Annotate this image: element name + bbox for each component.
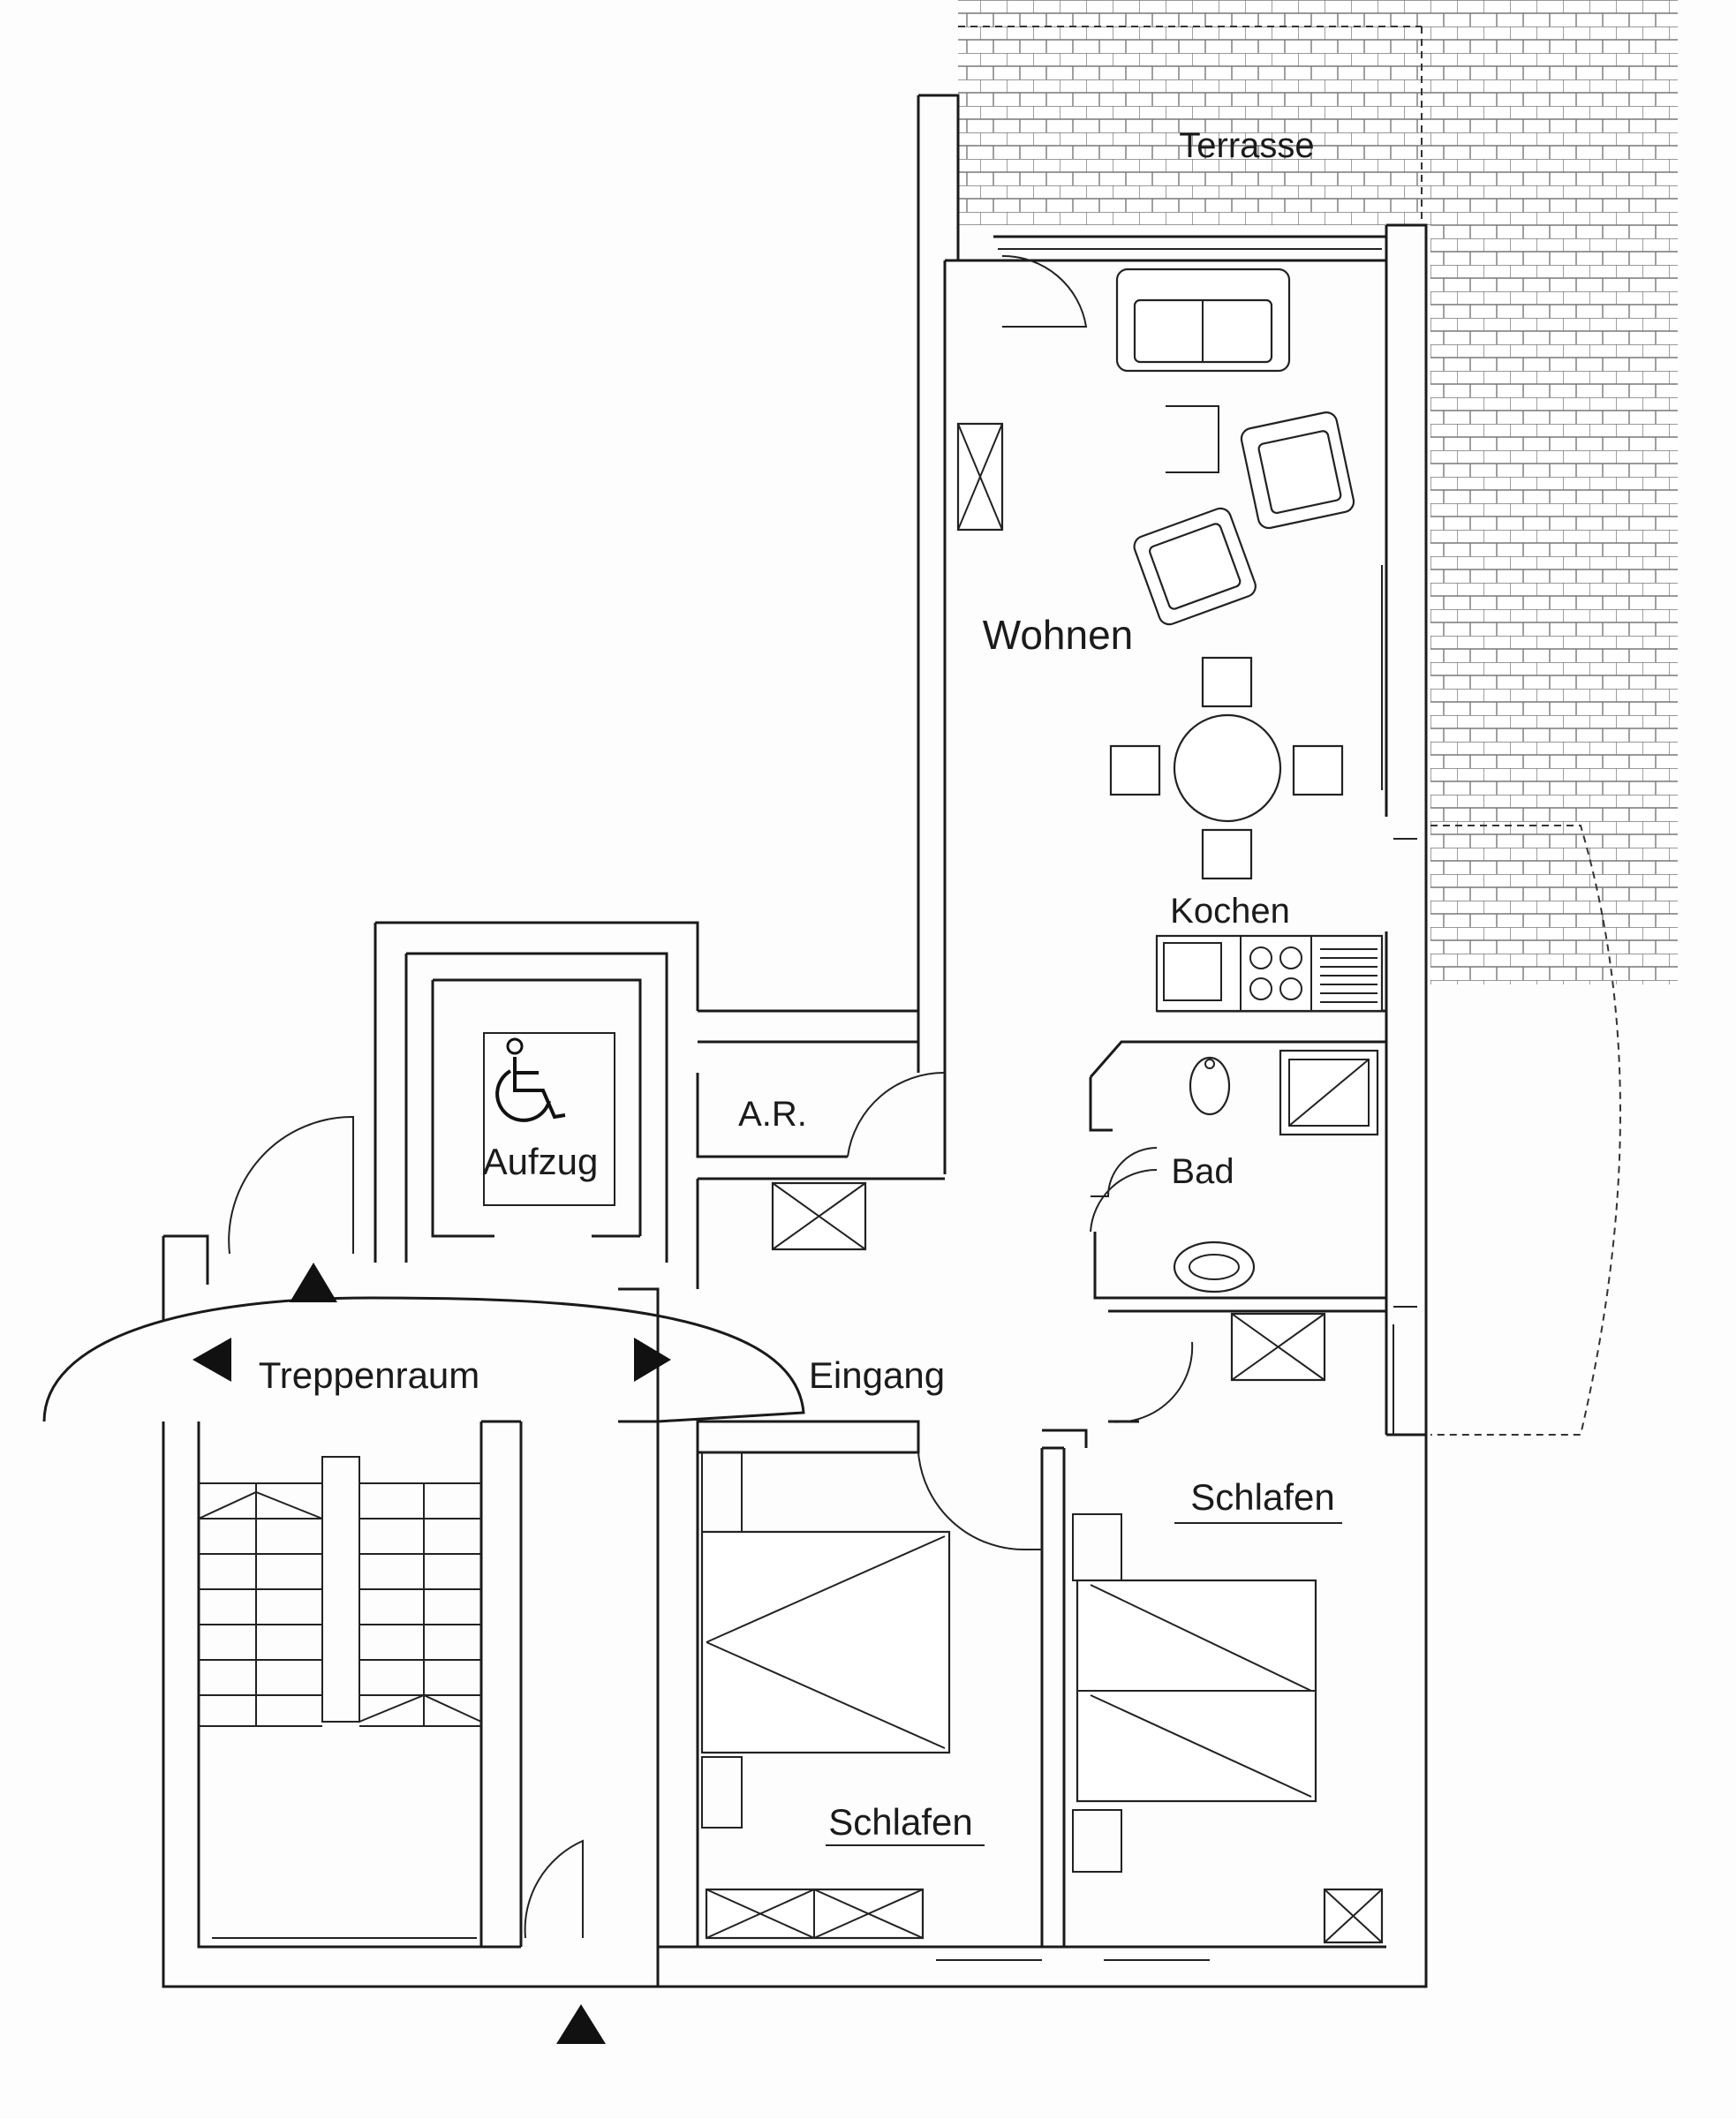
label-treppenraum: Treppenraum xyxy=(259,1354,480,1396)
toilet xyxy=(1189,1056,1231,1116)
door-ar xyxy=(847,1071,946,1158)
door-terrace xyxy=(1001,254,1088,328)
shaft-bedroom-right xyxy=(1323,1888,1384,1944)
bed-right xyxy=(1076,1579,1317,1803)
wheelchair-icon xyxy=(495,1037,566,1122)
armchair-right xyxy=(1240,411,1355,530)
stair-steps xyxy=(198,1482,482,1727)
bed-left xyxy=(700,1530,951,1754)
label-wohnen: Wohnen xyxy=(983,612,1134,658)
kitchen-counter xyxy=(1155,934,1384,1013)
elevator-cabin xyxy=(483,1032,615,1206)
terrace-dashed-outline xyxy=(1430,825,1621,1436)
doors xyxy=(42,254,1194,1939)
door-schlafen-left xyxy=(917,1452,1042,1551)
armchair-left xyxy=(1133,507,1257,626)
label-aufzug: Aufzug xyxy=(483,1141,599,1182)
terrace xyxy=(958,0,1678,1436)
label-eingang: Eingang xyxy=(809,1354,945,1396)
door-stair-exit xyxy=(524,1839,584,1939)
bedside-right-2 xyxy=(1072,1809,1122,1873)
direction-arrow-icon xyxy=(192,1338,231,1382)
bedside-left-1 xyxy=(701,1452,743,1533)
label-schlafen-left: Schlafen xyxy=(828,1801,972,1843)
dining-table xyxy=(1109,656,1344,880)
door-schlafen-right xyxy=(1107,1341,1194,1423)
door-bad-2 xyxy=(1090,1168,1158,1233)
label-kochen: Kochen xyxy=(1170,892,1290,931)
shaft-ar xyxy=(771,1181,867,1251)
coffee-table xyxy=(1166,405,1219,473)
wardrobe-left xyxy=(705,1888,925,1940)
direction-arrow-icon xyxy=(634,1338,671,1382)
shower xyxy=(1279,1049,1379,1136)
label-terrasse: Terrasse xyxy=(1179,126,1314,165)
washbasin xyxy=(1173,1240,1256,1293)
bedside-right-1 xyxy=(1072,1513,1122,1581)
entrance-arrow-icon xyxy=(556,2004,606,2044)
door-stair-top xyxy=(228,1115,354,1255)
label-ar: A.R. xyxy=(738,1095,807,1134)
stairwell xyxy=(162,1234,660,1988)
elevator-shaft xyxy=(374,921,699,1263)
furniture xyxy=(700,268,1384,1944)
sofa xyxy=(1115,268,1291,373)
cabinet-wohnen xyxy=(956,422,1004,532)
direction-arrow-icon xyxy=(290,1263,337,1302)
label-bad: Bad xyxy=(1171,1152,1234,1191)
stair-core xyxy=(321,1456,360,1723)
bedside-left-2 xyxy=(701,1756,743,1829)
sink-drainer xyxy=(1320,948,1377,1003)
landing-outline xyxy=(42,1296,805,1423)
label-schlafen-right: Schlafen xyxy=(1190,1476,1334,1518)
door-bad xyxy=(1091,1147,1158,1197)
shaft-schlafen xyxy=(1230,1312,1326,1382)
